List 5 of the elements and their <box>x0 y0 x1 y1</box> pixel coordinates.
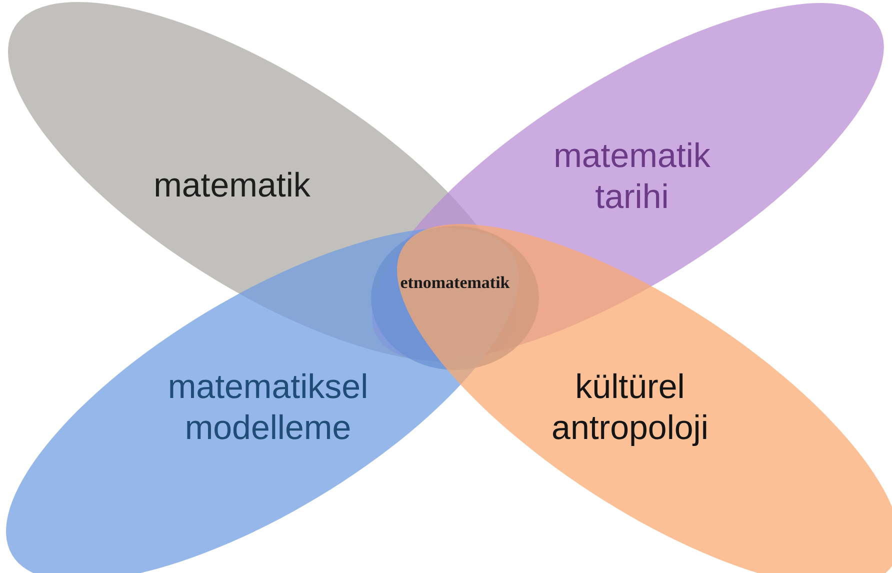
ellipse-label: etnomatematik <box>400 272 510 294</box>
ellipse-label: kültürel antropoloji <box>550 367 710 449</box>
ellipse-label: matematik tarihi <box>552 136 712 218</box>
ellipse-label: matematik <box>152 166 312 206</box>
ellipse-label: matematiksel modelleme <box>166 367 370 449</box>
